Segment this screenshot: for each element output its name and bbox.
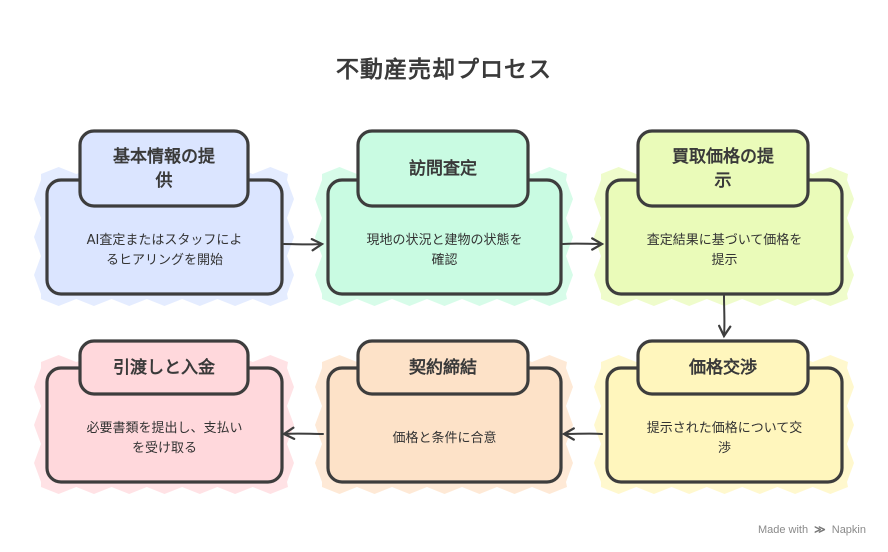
step-description-line: 提示: [711, 253, 738, 268]
step-title-s5: 契約締結: [358, 356, 528, 380]
card-s1-title-tab: [78, 129, 250, 208]
step-description-line: 査定結果に基づいて価格を: [646, 233, 803, 248]
step-description-line: 提示された価格について交: [646, 421, 803, 436]
step-description-line: 渉: [717, 441, 731, 456]
step-description-line: 現地の状況と建物の状態を: [366, 233, 523, 248]
step-description-line: 確認: [431, 253, 458, 268]
step-description-s1: AI査定またはスタッフによるヒアリングを開始: [47, 231, 282, 271]
step-title-line: 基本情報の提: [113, 146, 215, 167]
step-title-s2: 訪問査定: [358, 157, 528, 181]
brand-prefix: Made with: [757, 524, 809, 536]
napkin-logo-icon: ≫: [814, 524, 826, 536]
step-description-line: 価格と条件に合意: [392, 431, 497, 446]
made-with-napkin-watermark: Made with ≫ Napkin: [758, 523, 866, 536]
card-s4-title-tab: [636, 339, 810, 396]
step-description-line: るヒアリングを開始: [105, 253, 223, 268]
step-title-line: 訪問査定: [409, 158, 477, 179]
step-description-s5: 価格と条件に合意: [328, 429, 561, 449]
step-description-s2: 現地の状況と建物の状態を確認: [328, 231, 561, 271]
card-s2-title-tab: [356, 129, 530, 208]
step-description-s6: 必要書類を提出し、支払いを受け取る: [47, 419, 282, 459]
step-description-line: AI査定またはスタッフによ: [86, 233, 243, 248]
step-title-s6: 引渡しと入金: [80, 356, 248, 380]
step-title-s4: 価格交渉: [638, 356, 808, 380]
step-title-line: 買取価格の提: [672, 146, 774, 167]
step-title-line: 価格交渉: [689, 357, 757, 378]
step-description-s4: 提示された価格について交渉: [607, 419, 842, 459]
step-description-line: を受け取る: [131, 441, 197, 456]
step-title-line: 契約締結: [409, 357, 477, 378]
diagram-title: 不動産売却プロセス: [336, 57, 552, 83]
step-title-s3: 買取価格の提示: [638, 145, 808, 193]
step-title-line: 供: [155, 170, 173, 191]
step-title-s1: 基本情報の提供: [80, 145, 248, 193]
card-s6-title-tab: [78, 339, 250, 396]
brand-name: Napkin: [831, 524, 866, 536]
card-s5-title-tab: [356, 339, 530, 396]
step-description-s3: 査定結果に基づいて価格を提示: [607, 231, 842, 271]
step-title-line: 引渡しと入金: [113, 357, 215, 378]
step-description-line: 必要書類を提出し、支払い: [86, 421, 243, 436]
card-s3-title-tab: [636, 129, 810, 208]
step-title-line: 示: [714, 170, 732, 191]
